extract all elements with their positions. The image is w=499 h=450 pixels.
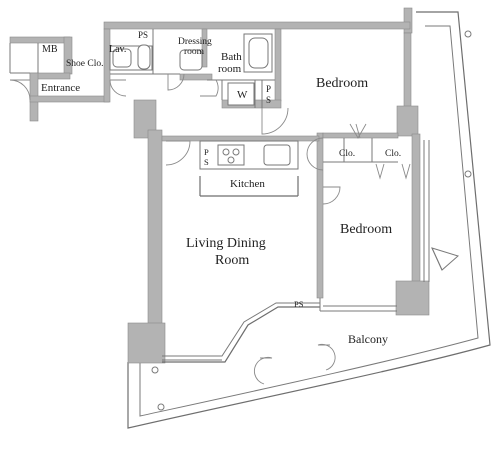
closet-2-label: Clo. xyxy=(385,149,401,159)
fixtures xyxy=(109,33,460,271)
doors xyxy=(9,73,411,385)
dressing-room-label-1: Dressing xyxy=(178,37,212,47)
bedroom-upper-label: Bedroom xyxy=(316,76,368,91)
room-labels: MB Shoe Clo. Lav. PS Dressing room Bath … xyxy=(41,30,401,346)
mb-label: MB xyxy=(42,44,58,55)
washer-label: W xyxy=(237,89,248,101)
pipe-space-wash-s-label: S xyxy=(266,95,271,105)
living-dining-label-2: Room xyxy=(215,253,249,268)
closet-1-label: Clo. xyxy=(339,149,355,159)
walls xyxy=(9,7,430,364)
balcony-outline xyxy=(127,11,491,429)
pipe-space-lower-label: PS xyxy=(294,299,304,309)
bath-room-label-1: Bath xyxy=(221,51,242,63)
balcony-label: Balcony xyxy=(348,332,388,346)
pipe-space-kitchen-s-label: S xyxy=(204,157,209,167)
pipe-space-kitchen-p-label: P xyxy=(204,147,209,157)
bedroom-lower-label: Bedroom xyxy=(340,222,392,237)
dressing-room-label-2: room xyxy=(184,47,205,57)
shoe-closet-label: Shoe Clo. xyxy=(66,59,103,69)
entrance-label: Entrance xyxy=(41,82,80,94)
pipe-space-wash-p-label: P xyxy=(266,84,271,94)
living-dining-label-1: Living Dining xyxy=(186,236,266,251)
lavatory-label: Lav. xyxy=(109,44,126,55)
bath-room-label-2: room xyxy=(218,63,242,75)
partitions xyxy=(9,29,430,363)
pipe-space-top-label: PS xyxy=(138,30,148,40)
kitchen-label: Kitchen xyxy=(230,178,265,190)
